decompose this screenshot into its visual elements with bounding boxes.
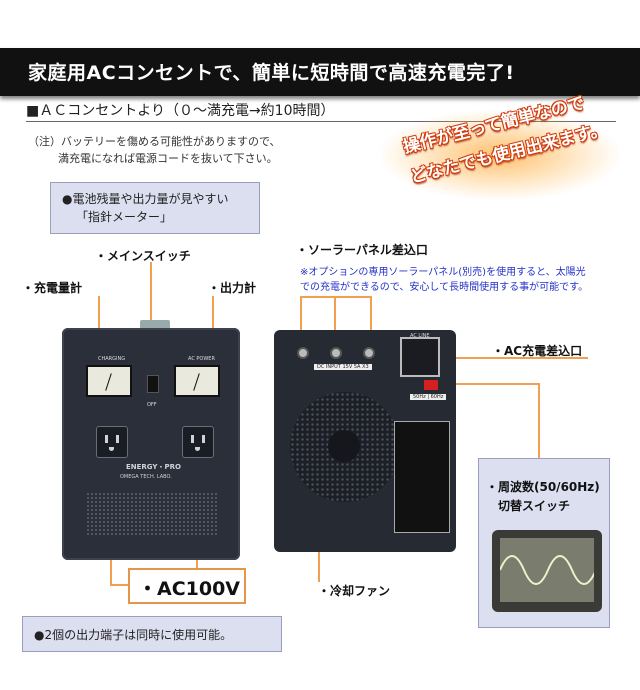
leader-solar-1: [300, 296, 302, 344]
divider: [26, 121, 616, 122]
front-grille: [86, 492, 218, 536]
output-callout-text: ●2個の出力端子は同時に使用可能。: [34, 628, 233, 642]
charge-meter-gauge: [86, 365, 132, 397]
off-label: OFF: [147, 402, 157, 408]
banner-title: 家庭用ACコンセントで、簡単に短時間で高速充電完了!: [28, 62, 515, 84]
ac-outlet-right: [182, 426, 214, 458]
leader-solar-h: [300, 296, 372, 298]
ac100v-box: [128, 568, 246, 604]
brand-name: ENERGY・PRO: [126, 463, 181, 471]
label-cooling-fan: ・冷却ファン: [318, 584, 391, 598]
leader-main-switch: [150, 262, 152, 370]
leader-output-meter: [212, 296, 214, 352]
dc-input-label: DC INPUT 15V 5A X3: [314, 364, 372, 370]
leader-freq-h: [440, 383, 540, 385]
leader-freq-v: [538, 383, 540, 459]
ac-power-label: AC POWER: [188, 356, 215, 362]
main-switch: [147, 375, 159, 393]
label-ac-inlet: ・AC充電差込口: [492, 344, 583, 358]
ac-inlet-socket: [400, 337, 440, 377]
label-frequency: ・周波数(50/60Hz): [486, 480, 600, 494]
leader-ac-l-h: [110, 584, 130, 586]
promo-glow: [380, 110, 620, 200]
leader-solar-2: [334, 296, 336, 344]
label-solar-input: ・ソーラーパネル差込口: [296, 243, 428, 257]
hz-label: 50Hz | 60Hz: [410, 394, 447, 400]
maker-name: OMEGA TECH. LABO.: [120, 474, 172, 480]
sine-wave-icon: [499, 555, 597, 585]
ac-line-label: AC LINE: [410, 333, 430, 339]
solar-jack-2: [330, 347, 342, 359]
spec-plate: [394, 421, 450, 533]
meter-callout-box: [50, 182, 260, 234]
solar-note-line-2: での充電ができるので、安心して長時間使用する事が可能です。: [300, 282, 589, 293]
device-handle: [140, 320, 170, 330]
leader-charge-meter: [98, 296, 100, 352]
label-output-meter: ・出力計: [208, 281, 257, 295]
label-charge-meter: ・充電量計: [22, 281, 83, 295]
charging-label: CHARGING: [98, 356, 126, 362]
label-frequency-switch: 切替スイッチ: [498, 499, 571, 513]
solar-jack-1: [297, 347, 309, 359]
title-banner: [0, 48, 640, 96]
oscilloscope-screen: [499, 538, 597, 602]
note-line-2: 満充電になれば電源コードを抜いて下さい。: [58, 152, 278, 165]
leader-ac-inlet: [440, 357, 588, 359]
solar-note-line-1: ※オプションの専用ソーラーパネル(別売)を使用すると、太陽光: [300, 267, 586, 278]
output-callout-box: [22, 616, 282, 652]
leader-solar-3: [370, 296, 372, 344]
meter-callout-line-2: 「指針メーター」: [76, 210, 173, 224]
output-meter-gauge: [174, 365, 220, 397]
meter-callout-line-1: ●電池残量や出力量が見やすい: [62, 192, 229, 206]
ac-outlet-left: [96, 426, 128, 458]
fan-hub: [328, 430, 360, 462]
section-subheading: ■ＡＣコンセントより（０～満充電→約10時間）: [26, 103, 335, 119]
frequency-switch: [424, 380, 438, 390]
solar-jack-3: [363, 347, 375, 359]
note-line-1: （注）バッテリーを傷める可能性がありますので、: [28, 135, 281, 148]
label-ac100v: ・AC100V: [138, 578, 241, 600]
label-main-switch: ・メインスイッチ: [95, 249, 191, 263]
